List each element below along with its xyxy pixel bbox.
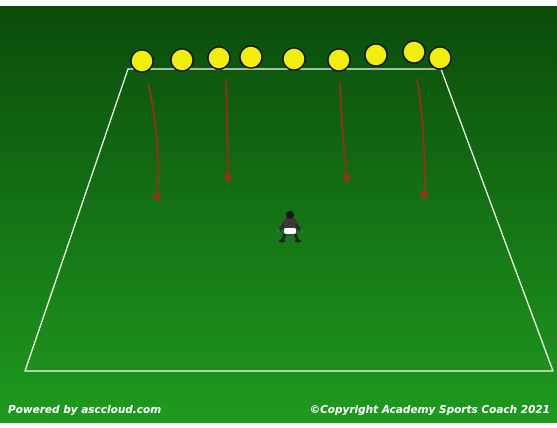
ball-7 <box>365 44 387 66</box>
ball-6 <box>328 49 350 71</box>
ball-9 <box>429 47 451 69</box>
ball-5 <box>283 48 305 70</box>
ball-1 <box>131 50 153 72</box>
powered-by-text: Powered by asccloud.com <box>8 404 161 416</box>
top-strip <box>0 0 557 6</box>
ball-8 <box>403 41 425 63</box>
ball-4 <box>240 46 262 68</box>
ball-2 <box>171 49 193 71</box>
ball-3 <box>208 47 230 69</box>
copyright-text: ©Copyright Academy Sports Coach 2021 <box>310 404 550 416</box>
